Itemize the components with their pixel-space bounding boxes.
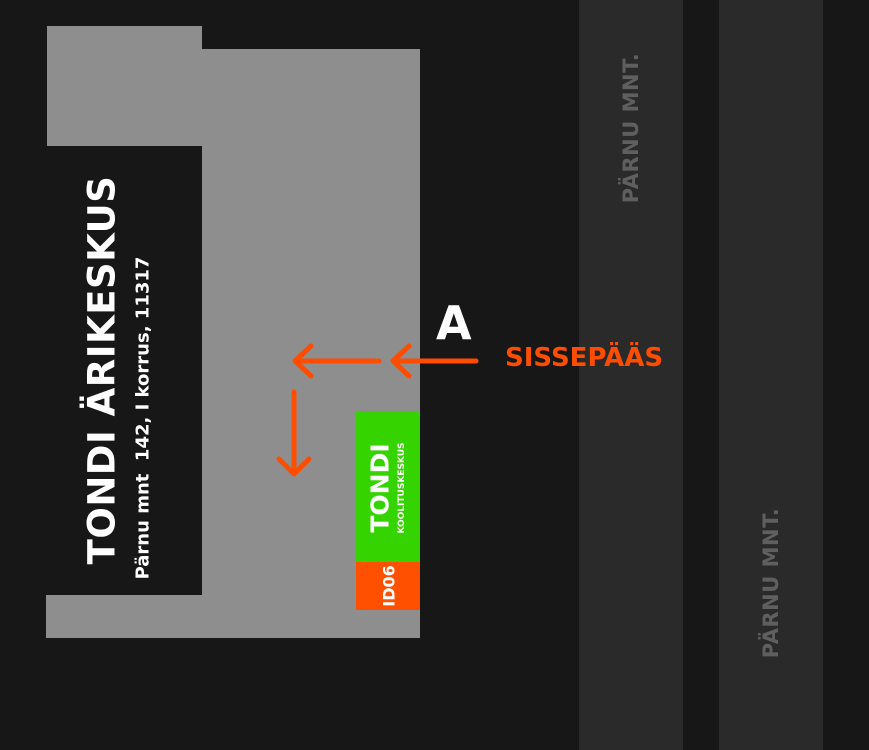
road-parnu-mnt-2: PÄRNU MNT. [719, 0, 823, 750]
arrow-left-icon [292, 343, 382, 379]
entrance-letter: A [436, 296, 472, 350]
road-parnu-mnt-1: PÄRNU MNT. [579, 0, 683, 750]
entrance-label: SISSEPÄÄS [505, 343, 664, 373]
building-section-bottom [46, 595, 206, 638]
building-name-panel: TONDI ÄRIKESKUS Pärnu mnt 142, I korrus,… [46, 146, 202, 595]
arrow-down-icon [276, 389, 312, 477]
building-section-top [47, 26, 202, 146]
tenant-block: TONDI KOOLITUSKESKUS [356, 411, 420, 562]
unit-block: ID06 [356, 562, 420, 610]
arrow-left-icon [390, 343, 479, 379]
